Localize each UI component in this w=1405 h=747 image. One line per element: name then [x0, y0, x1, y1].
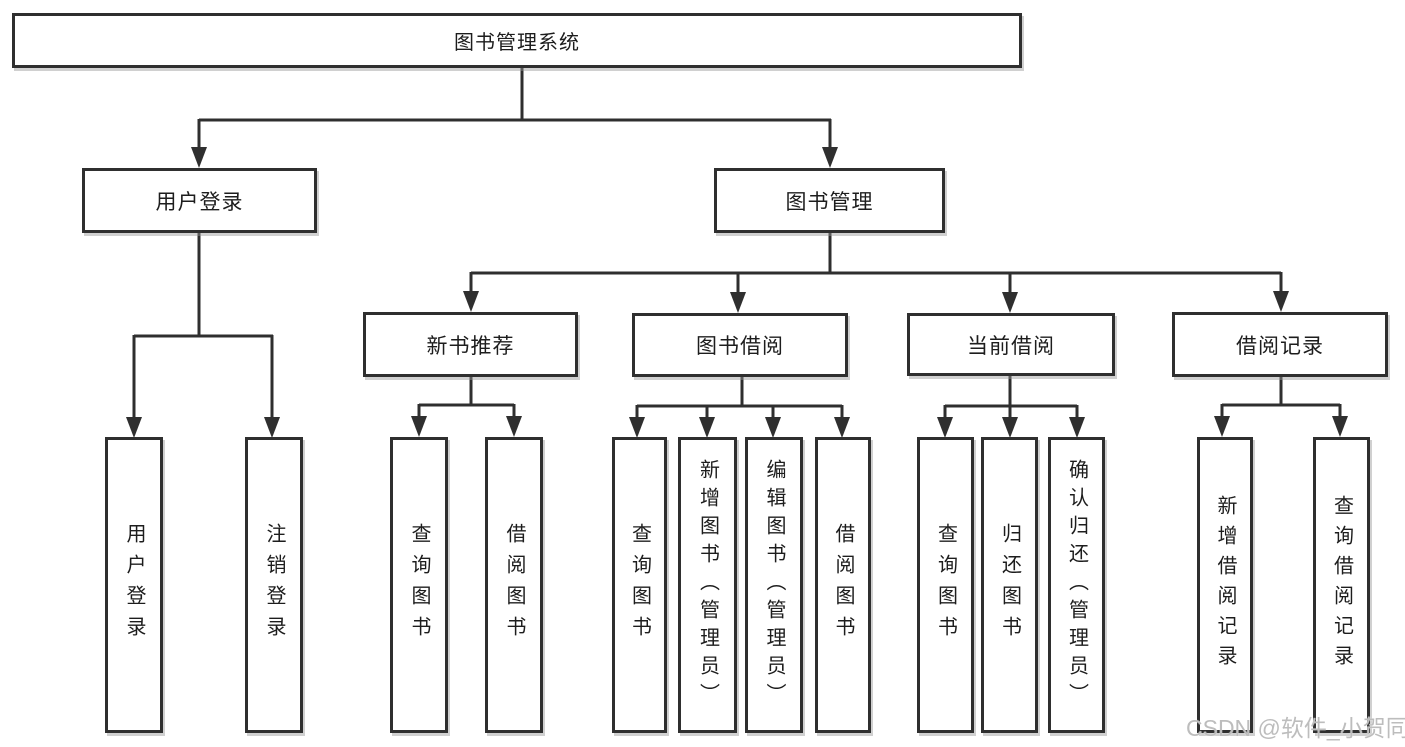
leaf-label: 编辑图书（管理员）	[763, 459, 785, 711]
arrow-down-icon	[765, 417, 781, 438]
leaf-edit-books-admin: 编辑图书（管理员）	[745, 437, 803, 733]
leaf-label: 新增图书（管理员）	[696, 459, 719, 711]
arrow-down-icon	[463, 291, 479, 312]
node-library-management-system: 图书管理系统	[12, 13, 1022, 68]
leaf-label: 查询图书	[408, 523, 430, 647]
node-book-borrow: 图书借阅	[632, 313, 848, 377]
leaf-label: 借阅图书	[832, 523, 854, 647]
leaf-label: 新增借阅记录	[1214, 495, 1236, 675]
leaf-query-borrow-record: 查询借阅记录	[1313, 437, 1370, 733]
leaf-label: 归还图书	[998, 523, 1021, 647]
arrow-down-icon	[629, 417, 645, 438]
node-label: 图书管理系统	[454, 32, 580, 54]
node-user-login: 用户登录	[82, 168, 317, 233]
leaf-label: 借阅图书	[503, 523, 525, 647]
leaf-recommend-query-books: 查询图书	[390, 437, 448, 733]
leaf-current-query-books: 查询图书	[917, 437, 974, 733]
arrow-down-icon	[1332, 416, 1348, 437]
leaf-recommend-borrow-books: 借阅图书	[485, 437, 543, 733]
node-borrow-records: 借阅记录	[1172, 312, 1388, 377]
arrow-down-icon	[699, 417, 715, 438]
leaf-label: 确认归还（管理员）	[1065, 459, 1088, 711]
node-label: 当前借阅	[967, 334, 1055, 358]
node-book-management: 图书管理	[714, 168, 945, 233]
watermark-text: CSDN @软件_小贺同学	[1186, 715, 1405, 741]
leaf-user-login: 用户登录	[105, 437, 163, 733]
arrow-down-icon	[191, 147, 207, 168]
leaf-return-books: 归还图书	[981, 437, 1038, 733]
arrow-down-icon	[126, 417, 142, 438]
leaf-logout: 注销登录	[245, 437, 303, 733]
node-current-borrow: 当前借阅	[907, 313, 1115, 376]
arrow-down-icon	[1002, 292, 1018, 313]
arrow-down-icon	[1214, 416, 1230, 437]
node-label: 用户登录	[155, 190, 244, 214]
leaf-borrow-query-books: 查询图书	[612, 437, 667, 733]
arrow-down-icon	[730, 292, 746, 313]
leaf-borrow-books: 借阅图书	[815, 437, 871, 733]
leaf-label: 查询图书	[628, 523, 651, 647]
arrow-down-icon	[822, 147, 838, 168]
node-label: 借阅记录	[1236, 334, 1324, 358]
node-label: 图书借阅	[696, 335, 784, 358]
arrow-down-icon	[411, 416, 427, 437]
leaf-label: 注销登录	[263, 523, 285, 647]
node-label: 图书管理	[785, 190, 874, 214]
leaf-add-books-admin: 新增图书（管理员）	[678, 437, 737, 733]
leaf-label: 查询图书	[934, 523, 957, 647]
arrow-down-icon	[834, 417, 850, 438]
leaf-confirm-return-admin: 确认归还（管理员）	[1048, 437, 1105, 733]
node-new-book-recommend: 新书推荐	[363, 312, 578, 377]
arrow-down-icon	[937, 417, 953, 438]
arrow-down-icon	[1002, 417, 1018, 438]
leaf-label: 查询借阅记录	[1330, 495, 1353, 675]
leaf-label: 用户登录	[123, 523, 145, 647]
arrow-down-icon	[1273, 291, 1289, 312]
leaf-add-borrow-record: 新增借阅记录	[1197, 437, 1253, 733]
arrow-down-icon	[506, 416, 522, 437]
arrow-down-icon	[264, 417, 280, 438]
node-label: 新书推荐	[426, 334, 515, 358]
arrow-down-icon	[1069, 417, 1085, 438]
